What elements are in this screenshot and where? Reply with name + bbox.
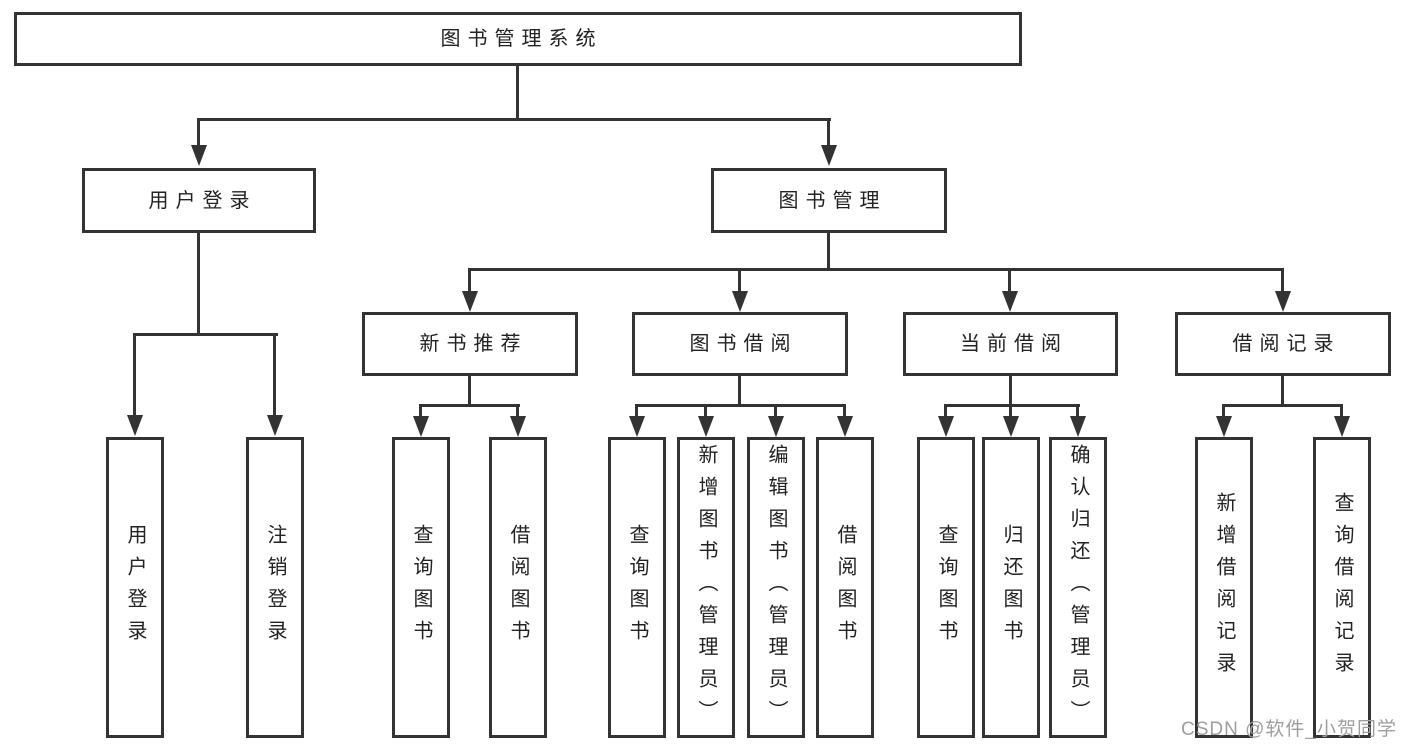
arrow-down-icon bbox=[462, 291, 478, 312]
node-book-management: 图书管理 bbox=[711, 168, 947, 233]
node-label: 借阅记录 bbox=[1232, 333, 1341, 355]
connector-line bbox=[774, 404, 777, 418]
leaf-query-borrow-record: 查询借阅记录 bbox=[1313, 437, 1371, 738]
arrow-down-icon bbox=[938, 416, 954, 437]
leaf-query-books-current: 查询图书 bbox=[917, 437, 975, 738]
arrow-down-icon bbox=[768, 416, 784, 437]
connector-line bbox=[635, 404, 638, 418]
leaf-add-borrow-record: 新增借阅记录 bbox=[1195, 437, 1253, 738]
leaf-confirm-return-admin: 确认归还（管理员） bbox=[1049, 437, 1107, 738]
arrow-down-icon bbox=[837, 416, 853, 437]
connector-line bbox=[1076, 404, 1079, 418]
node-label: 图书管理 bbox=[778, 189, 887, 212]
node-label: 新书推荐 bbox=[419, 333, 528, 355]
connector-line bbox=[827, 233, 830, 271]
arrow-down-icon bbox=[821, 145, 837, 166]
connector-line bbox=[827, 118, 830, 148]
connector-line bbox=[1009, 376, 1012, 407]
watermark: CSDN @软件_小贺同学 bbox=[1181, 719, 1397, 740]
arrow-down-icon bbox=[1002, 291, 1018, 312]
node-library-system: 图书管理系统 bbox=[14, 12, 1022, 66]
node-label: 图书管理系统 bbox=[440, 28, 603, 50]
connector-line bbox=[1281, 376, 1284, 407]
connector-line bbox=[197, 233, 200, 335]
leaf-return-books: 归还图书 bbox=[982, 437, 1040, 738]
arrow-down-icon bbox=[413, 416, 429, 437]
node-label: 新增借阅记录 bbox=[1213, 491, 1235, 684]
node-label: 查询图书 bbox=[410, 523, 432, 652]
node-current-borrowing: 当前借阅 bbox=[903, 312, 1118, 376]
arrow-down-icon bbox=[1275, 291, 1291, 312]
connector-line bbox=[1340, 404, 1343, 418]
connector-line bbox=[944, 404, 1080, 407]
connector-line bbox=[468, 268, 1284, 271]
leaf-query-books-borrowing: 查询图书 bbox=[608, 437, 666, 738]
connector-line bbox=[273, 333, 276, 415]
connector-line bbox=[704, 404, 707, 418]
node-user-login: 用户登录 bbox=[82, 168, 316, 233]
arrow-down-icon bbox=[1070, 416, 1086, 437]
connector-line bbox=[1222, 404, 1343, 407]
node-label: 查询借阅记录 bbox=[1331, 491, 1353, 684]
arrow-down-icon bbox=[267, 415, 283, 436]
arrow-down-icon bbox=[191, 145, 207, 166]
connector-line bbox=[1008, 268, 1011, 293]
connector-line bbox=[738, 376, 741, 407]
node-label: 用户登录 bbox=[124, 523, 146, 652]
node-label: 用户登录 bbox=[148, 189, 257, 212]
node-new-book-recommendation: 新书推荐 bbox=[362, 312, 578, 376]
connector-line bbox=[516, 64, 519, 120]
node-borrowing-records: 借阅记录 bbox=[1175, 312, 1391, 376]
arrow-down-icon bbox=[127, 415, 143, 436]
connector-line bbox=[635, 404, 846, 407]
connector-line bbox=[1009, 404, 1012, 418]
node-label: 查询图书 bbox=[935, 523, 957, 652]
connector-line bbox=[197, 118, 831, 121]
connector-line bbox=[944, 404, 947, 418]
leaf-add-books-admin: 新增图书（管理员） bbox=[677, 437, 735, 738]
node-label: 编辑图书（管理员） bbox=[765, 443, 787, 732]
connector-line bbox=[133, 333, 278, 336]
leaf-query-books-recommend: 查询图书 bbox=[392, 437, 450, 738]
leaf-borrow-books-borrowing: 借阅图书 bbox=[816, 437, 874, 738]
node-label: 查询图书 bbox=[626, 523, 648, 652]
connector-line bbox=[133, 333, 136, 415]
arrow-down-icon bbox=[1216, 416, 1232, 437]
arrow-down-icon bbox=[1334, 416, 1350, 437]
arrow-down-icon bbox=[698, 416, 714, 437]
node-book-borrowing: 图书借阅 bbox=[632, 312, 848, 376]
connector-line bbox=[468, 268, 471, 293]
node-label: 注销登录 bbox=[264, 523, 286, 652]
leaf-edit-books-admin: 编辑图书（管理员） bbox=[747, 437, 805, 738]
connector-line bbox=[1281, 268, 1284, 293]
node-label: 当前借阅 bbox=[960, 333, 1068, 355]
node-label: 确认归还（管理员） bbox=[1067, 443, 1089, 732]
connector-line bbox=[1222, 404, 1225, 418]
arrow-down-icon bbox=[732, 291, 748, 312]
leaf-logout: 注销登录 bbox=[246, 437, 304, 738]
connector-line bbox=[419, 404, 520, 407]
node-label: 图书借阅 bbox=[689, 333, 798, 355]
node-label: 借阅图书 bbox=[834, 523, 856, 652]
arrow-down-icon bbox=[510, 416, 526, 437]
connector-line bbox=[843, 404, 846, 418]
connector-line bbox=[468, 376, 471, 407]
node-label: 新增图书（管理员） bbox=[695, 443, 717, 732]
arrow-down-icon bbox=[629, 416, 645, 437]
node-label: 归还图书 bbox=[1000, 523, 1022, 652]
connector-line bbox=[197, 118, 200, 148]
connector-line bbox=[516, 404, 519, 418]
connector-line bbox=[738, 268, 741, 293]
leaf-borrow-books-recommend: 借阅图书 bbox=[489, 437, 547, 738]
leaf-user-login: 用户登录 bbox=[106, 437, 164, 738]
node-label: 借阅图书 bbox=[507, 523, 529, 652]
connector-line bbox=[419, 404, 422, 418]
arrow-down-icon bbox=[1003, 416, 1019, 437]
